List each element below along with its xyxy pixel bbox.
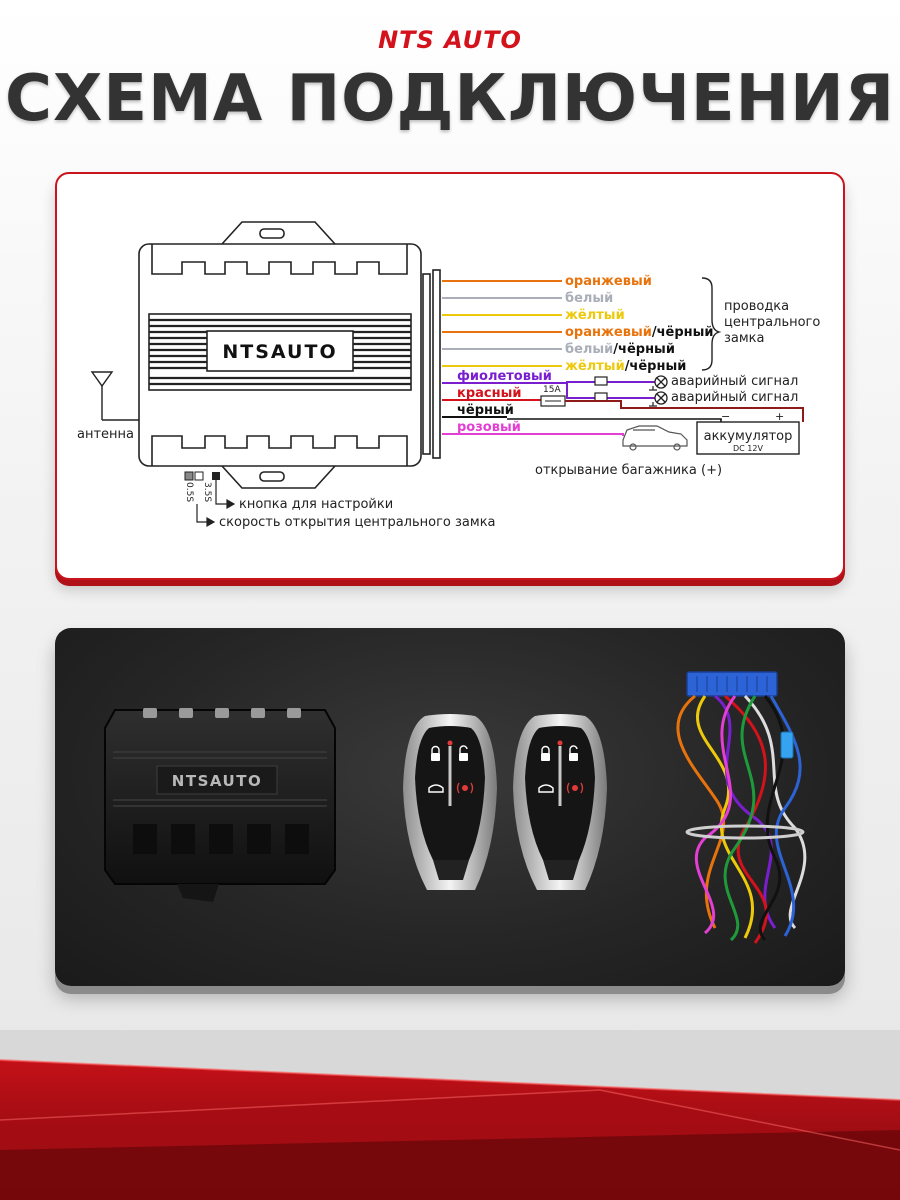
control-module-drawing [138, 221, 441, 489]
unlock-icon [569, 745, 578, 761]
hazard-circuit [566, 376, 655, 402]
battery-icon: − + [696, 410, 800, 455]
trunk-wire [442, 433, 624, 436]
decorative-red-floor [0, 1030, 900, 1200]
ground-icon [649, 386, 657, 407]
battery-label: аккумулятор [704, 429, 793, 444]
wire-label: розовый [457, 420, 521, 435]
lock-wiring-label-1: проводка [724, 299, 789, 314]
panic-icon [456, 782, 474, 794]
lock-icon [541, 745, 550, 761]
wiring-diagram: NTSAUTO антенна оранжевыйбелыйжёлтыйоран… [77, 221, 820, 530]
lock-wiring-brace [701, 277, 722, 371]
trunk-label: открывание багажника (+) [535, 463, 722, 478]
wire-label: жёлтый/чёрный [565, 359, 686, 374]
key-fob-photo [513, 714, 607, 890]
fuse-label: 15A [543, 385, 561, 395]
fuse-icon [540, 395, 566, 407]
lock-icon [431, 745, 440, 761]
switch-label-fast: 3.5S [202, 482, 212, 502]
svg-text:−: − [721, 410, 730, 423]
lock-wiring-label-3: замка [724, 331, 765, 346]
page-title: СХЕМА ПОДКЛЮЧЕНИЯ [5, 62, 895, 136]
switch-label-slow: 0.5S [184, 482, 194, 502]
lock-speed-label: скорость открытия центрального замка [219, 515, 496, 530]
setup-button-label: кнопка для настройки [239, 497, 393, 512]
wire-label: чёрный [457, 403, 514, 418]
svg-text:+: + [775, 410, 784, 423]
arrow-icon [226, 498, 236, 510]
panic-icon [566, 782, 584, 794]
control-unit-photo [104, 708, 336, 902]
wire-label: фиолетовый [457, 369, 552, 384]
module-brand-label: NTSAUTO [222, 341, 337, 363]
unlock-icon [459, 745, 468, 761]
wire-group: оранжевый белый жёлтый оранжевый/чёрный белы… [442, 274, 714, 436]
wire-label: белый/чёрный [565, 342, 675, 357]
hazard-lamp-icon [654, 375, 668, 405]
product-photo-card: NTSAUTO [55, 628, 845, 986]
wiring-harness-photo [676, 671, 807, 944]
trunk-icon [538, 784, 554, 793]
trunk-icon [428, 784, 444, 793]
product-photo: NTSAUTO [104, 671, 807, 944]
battery-plus-wire [565, 400, 804, 422]
hazard-label-1: аварийный сигнал [671, 374, 798, 389]
control-unit-brand: NTSAUTO [172, 772, 262, 790]
lock-wiring-label-2: центрального [724, 315, 820, 330]
arrow-icon [206, 516, 216, 528]
wire-label: жёлтый [565, 308, 625, 323]
wire-label: оранжевый/чёрный [565, 325, 714, 340]
wire-label: белый [565, 291, 613, 306]
hazard-label-2: аварийный сигнал [671, 390, 798, 405]
wire-label: оранжевый [565, 274, 652, 289]
dip-switch-icon [184, 471, 220, 481]
brand-logo: NTS AUTO [378, 26, 522, 54]
antenna-icon [90, 371, 139, 421]
battery-minus-wire [507, 418, 722, 422]
wire-label: красный [457, 386, 521, 401]
battery-sub-label: DC 12V [733, 444, 763, 453]
antenna-label: антенна [77, 427, 134, 442]
car-trunk-icon [622, 425, 688, 451]
key-fob-photo [403, 714, 497, 890]
